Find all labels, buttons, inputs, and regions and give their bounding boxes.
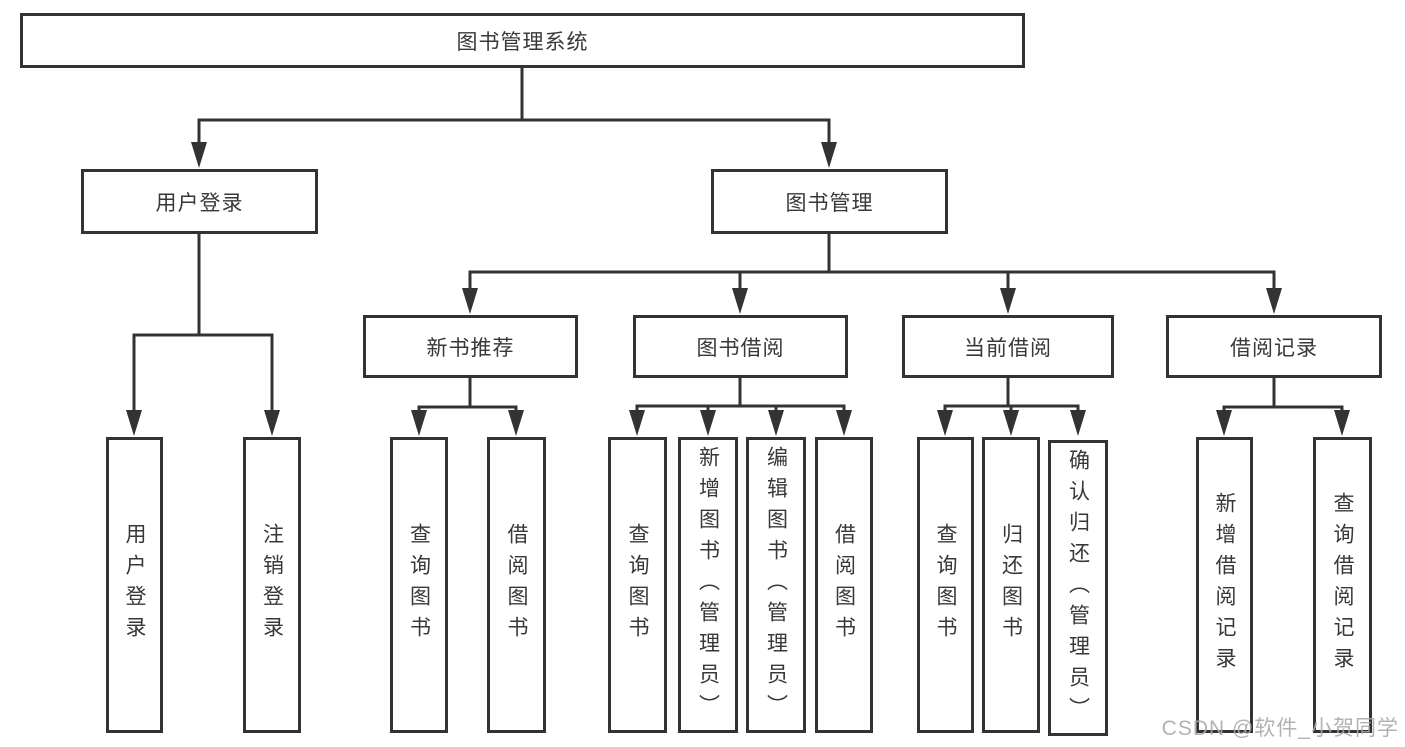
leaf-label: 查询图书 xyxy=(934,523,957,647)
leaf-label: 编辑图书（管理员） xyxy=(764,445,788,725)
node-label: 图书借阅 xyxy=(696,336,785,360)
leaf-label: 用户登录 xyxy=(123,523,146,647)
leaf-logout: 注销登录 xyxy=(243,437,301,733)
connector-user-login-branch xyxy=(126,234,280,436)
connector-current-borrow-branch xyxy=(937,378,1086,436)
node-current-borrowing: 当前借阅 xyxy=(902,315,1114,378)
leaf-return-book: 归还图书 xyxy=(982,437,1040,733)
leaf-label: 确认归还（管理员） xyxy=(1066,448,1090,728)
node-label: 图书管理 xyxy=(785,191,874,215)
node-user-login: 用户登录 xyxy=(81,169,318,234)
leaf-query-books-1: 查询图书 xyxy=(390,437,448,733)
leaf-add-book-admin: 新增图书（管理员） xyxy=(678,437,738,733)
leaf-label: 归还图书 xyxy=(999,523,1023,647)
connector-new-book-branch xyxy=(411,378,524,436)
node-borrowing-records: 借阅记录 xyxy=(1166,315,1382,378)
node-label: 当前借阅 xyxy=(964,336,1052,360)
leaf-label: 查询借阅记录 xyxy=(1331,492,1354,678)
leaf-label: 注销登录 xyxy=(260,523,284,647)
node-label: 用户登录 xyxy=(155,191,244,215)
node-book-borrowing: 图书借阅 xyxy=(633,315,848,378)
leaf-label: 新增图书（管理员） xyxy=(696,445,720,725)
leaf-query-books-2: 查询图书 xyxy=(608,437,667,733)
leaf-label: 查询图书 xyxy=(407,523,431,647)
leaf-user-login: 用户登录 xyxy=(106,437,163,733)
leaf-edit-book-admin: 编辑图书（管理员） xyxy=(746,437,806,733)
connector-borrow-records-branch xyxy=(1216,378,1350,436)
node-label: 图书管理系统 xyxy=(456,30,589,54)
leaf-borrow-books-2: 借阅图书 xyxy=(815,437,873,733)
csdn-watermark: CSDN @软件_小贺同学 xyxy=(1161,717,1399,740)
leaf-label: 新增借阅记录 xyxy=(1213,492,1236,678)
node-library-management-system: 图书管理系统 xyxy=(20,13,1025,68)
node-book-management: 图书管理 xyxy=(711,169,948,234)
node-label: 借阅记录 xyxy=(1230,336,1318,360)
connector-book-mgmt-to-level3 xyxy=(462,234,1282,314)
leaf-label: 借阅图书 xyxy=(832,523,856,647)
leaf-label: 借阅图书 xyxy=(505,523,528,647)
connector-book-borrow-branch xyxy=(629,378,852,436)
leaf-confirm-return-admin: 确认归还（管理员） xyxy=(1048,440,1108,736)
leaf-borrow-books-1: 借阅图书 xyxy=(487,437,546,733)
node-new-book-recommend: 新书推荐 xyxy=(363,315,578,378)
leaf-add-borrow-record: 新增借阅记录 xyxy=(1196,437,1253,733)
leaf-query-books-3: 查询图书 xyxy=(917,437,974,733)
leaf-label: 查询图书 xyxy=(626,523,649,647)
node-label: 新书推荐 xyxy=(426,336,515,360)
connector-root-to-level2 xyxy=(191,68,837,168)
leaf-query-borrow-record: 查询借阅记录 xyxy=(1313,437,1372,733)
